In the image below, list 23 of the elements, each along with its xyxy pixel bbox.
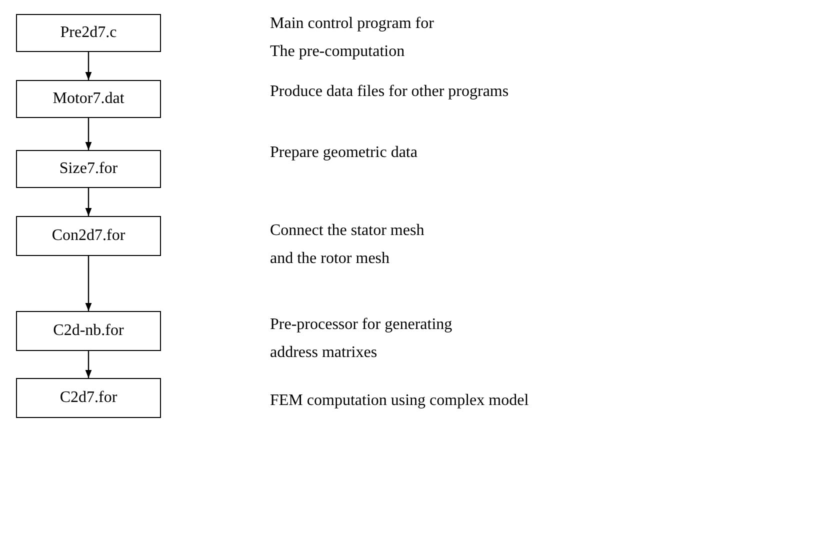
program-box [16, 80, 161, 118]
file-name: C2d7.for [60, 389, 118, 407]
file-name: C2d-nb.for [53, 322, 124, 340]
file-name: Con2d7.for [52, 227, 126, 245]
description-text: FEM computation using complex model [270, 391, 530, 411]
program-box [16, 216, 161, 256]
description-text: Main control program for The pre-computation [270, 14, 435, 62]
description-text: Prepare geometric data [270, 143, 418, 163]
description-text: Produce data files for other programs [270, 82, 510, 102]
arrow [85, 118, 92, 150]
program-box [16, 150, 161, 188]
file-name: Pre2d7.c [60, 24, 117, 42]
description-text: Pre-processor for generating address matrixes [270, 315, 454, 363]
arrow [85, 52, 92, 80]
program-box [16, 14, 161, 52]
arrow [85, 351, 92, 378]
description-text: Connect the stator mesh and the rotor mesh [270, 221, 426, 269]
arrow [85, 256, 92, 311]
program-box [16, 378, 161, 418]
program-box [16, 311, 161, 351]
file-name: Size7.for [59, 160, 118, 178]
file-name: Motor7.dat [52, 90, 124, 108]
arrow [85, 188, 92, 216]
